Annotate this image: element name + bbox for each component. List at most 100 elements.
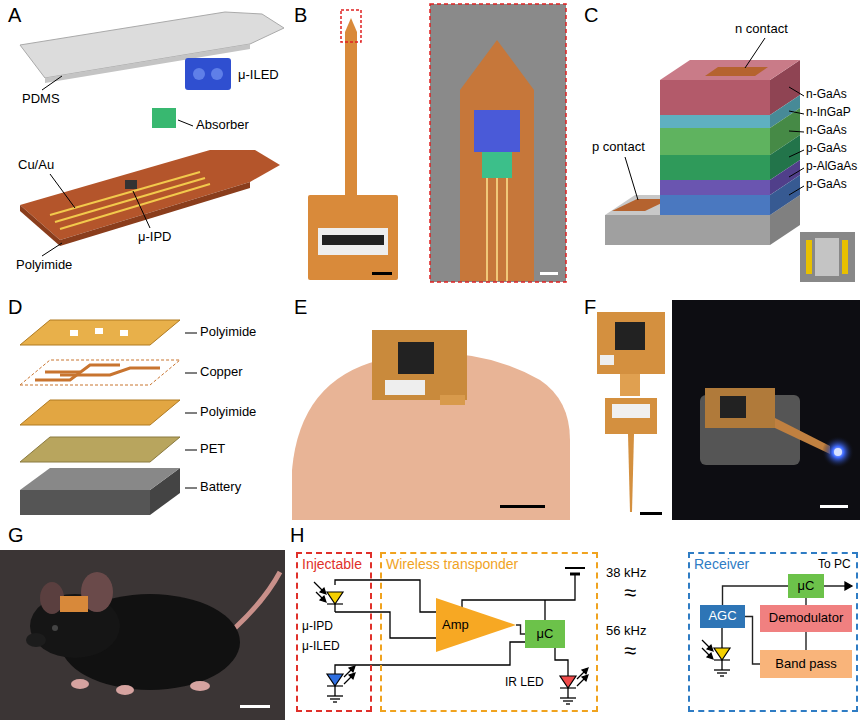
diode-symbols bbox=[314, 582, 730, 688]
panel-letter: F bbox=[584, 296, 596, 319]
block-box: AGC bbox=[700, 605, 745, 628]
probe-exploded-view bbox=[125, 180, 137, 189]
part-label: Polyimide bbox=[200, 405, 256, 420]
probe-photo bbox=[322, 235, 384, 245]
flex-board-layers bbox=[20, 468, 180, 490]
device-photos bbox=[820, 505, 848, 508]
part-label: μ-ILED bbox=[302, 640, 340, 654]
signal-wire bbox=[723, 586, 789, 605]
finger-photo bbox=[500, 505, 545, 508]
circuit-wiring bbox=[570, 573, 580, 576]
panel-letter: C bbox=[584, 4, 598, 27]
probe-photo bbox=[482, 152, 512, 178]
panel-letter: B bbox=[294, 4, 307, 27]
flex-board-layers bbox=[185, 413, 197, 414]
part-label: μ-IPD bbox=[138, 230, 172, 245]
part-label: μ-ILED bbox=[238, 68, 279, 83]
part-label: p-GaAs bbox=[806, 178, 847, 192]
probe-exploded-view bbox=[60, 182, 250, 246]
probe-exploded-view bbox=[185, 58, 231, 90]
circuit-wiring bbox=[462, 574, 575, 609]
flex-board-layers bbox=[20, 320, 180, 345]
amplifier-triangle: Amp bbox=[436, 598, 516, 652]
probe-exploded-view bbox=[178, 120, 193, 126]
diode-symbols bbox=[327, 685, 343, 686]
probe-photo bbox=[308, 4, 566, 282]
circuit-wiring bbox=[717, 672, 727, 673]
panel-letter: D bbox=[8, 296, 22, 319]
probe-exploded-view bbox=[152, 108, 176, 128]
part-label: Polyimide bbox=[16, 258, 72, 273]
mouse-photo bbox=[71, 679, 89, 689]
circuit-wiring bbox=[555, 648, 568, 676]
led-layer-stack bbox=[806, 240, 812, 274]
circuit-wiring bbox=[565, 567, 585, 569]
probe-photo bbox=[506, 178, 508, 281]
probe-exploded-view bbox=[42, 243, 62, 256]
led-layer-stack bbox=[605, 215, 770, 245]
device-photos bbox=[822, 436, 854, 468]
finger-photo bbox=[440, 395, 465, 405]
diode-symbols bbox=[560, 676, 576, 688]
probe-photo bbox=[308, 195, 398, 280]
part-label: p-AlGaAs bbox=[806, 160, 857, 174]
diode-symbols bbox=[349, 673, 355, 679]
probe-exploded-view bbox=[133, 191, 150, 228]
circuit-wiring bbox=[335, 612, 436, 638]
mouse-photo bbox=[60, 596, 88, 612]
mouse-photo bbox=[0, 550, 285, 720]
led-layer-stack bbox=[660, 195, 770, 215]
probe-photo bbox=[486, 178, 488, 281]
device-photos bbox=[628, 434, 634, 512]
flex-board-layers bbox=[70, 330, 78, 336]
diode-symbols bbox=[320, 596, 326, 602]
device-photos bbox=[775, 418, 830, 454]
part-label: Cu/Au bbox=[18, 158, 54, 173]
diode-symbols bbox=[707, 645, 713, 651]
group-title: Injectable bbox=[302, 556, 362, 572]
device-photos bbox=[705, 388, 775, 428]
finger-photo bbox=[372, 330, 467, 400]
block-label: AGC bbox=[708, 609, 736, 624]
mouse-photo bbox=[52, 625, 58, 631]
led-layer-stack bbox=[660, 155, 770, 180]
circuit-wiring bbox=[845, 582, 852, 590]
circuit-wiring bbox=[330, 698, 340, 699]
part-label: IR LED bbox=[505, 676, 544, 690]
group-title: Wireless transponder bbox=[386, 556, 518, 572]
diode-symbols bbox=[327, 674, 343, 686]
probe-photo bbox=[318, 228, 388, 255]
dashed-group-box: Injectable bbox=[296, 552, 372, 712]
flex-board-layers bbox=[20, 400, 180, 425]
circuit-wiring bbox=[560, 697, 576, 698]
circuit-wiring bbox=[824, 585, 846, 586]
led-layer-stack bbox=[800, 232, 855, 282]
diode-symbols bbox=[582, 675, 588, 681]
amplifier-outline bbox=[436, 598, 516, 652]
part-label: 56 kHz bbox=[606, 624, 646, 639]
diode-symbols bbox=[327, 603, 343, 604]
mouse-photo bbox=[190, 681, 210, 691]
circuit-wiring bbox=[335, 642, 525, 674]
part-label: PDMS bbox=[22, 92, 60, 107]
led-layer-stack bbox=[705, 67, 768, 76]
dashed-group-box: ReceiverμCAGCDemodulatorBand pass bbox=[688, 552, 858, 712]
mouse-photo bbox=[240, 705, 270, 708]
led-layer-stack bbox=[789, 87, 804, 96]
probe-exploded-view bbox=[60, 184, 210, 229]
device-photos bbox=[640, 512, 662, 515]
part-label: Battery bbox=[200, 480, 241, 495]
probe-photo bbox=[496, 178, 498, 281]
device-photos bbox=[600, 355, 614, 365]
circuit-wiring bbox=[720, 675, 724, 676]
flex-board-layers bbox=[185, 488, 197, 489]
led-layer-stack bbox=[660, 80, 770, 115]
finger-photo bbox=[385, 380, 425, 395]
part-label: n contact bbox=[735, 22, 788, 37]
diode-symbols bbox=[707, 653, 713, 659]
mouse-photo bbox=[235, 572, 280, 628]
diode-symbols bbox=[560, 687, 576, 688]
part-label: Absorber bbox=[196, 118, 249, 133]
mouse-photo bbox=[26, 633, 46, 647]
flex-board-layers bbox=[20, 490, 150, 515]
